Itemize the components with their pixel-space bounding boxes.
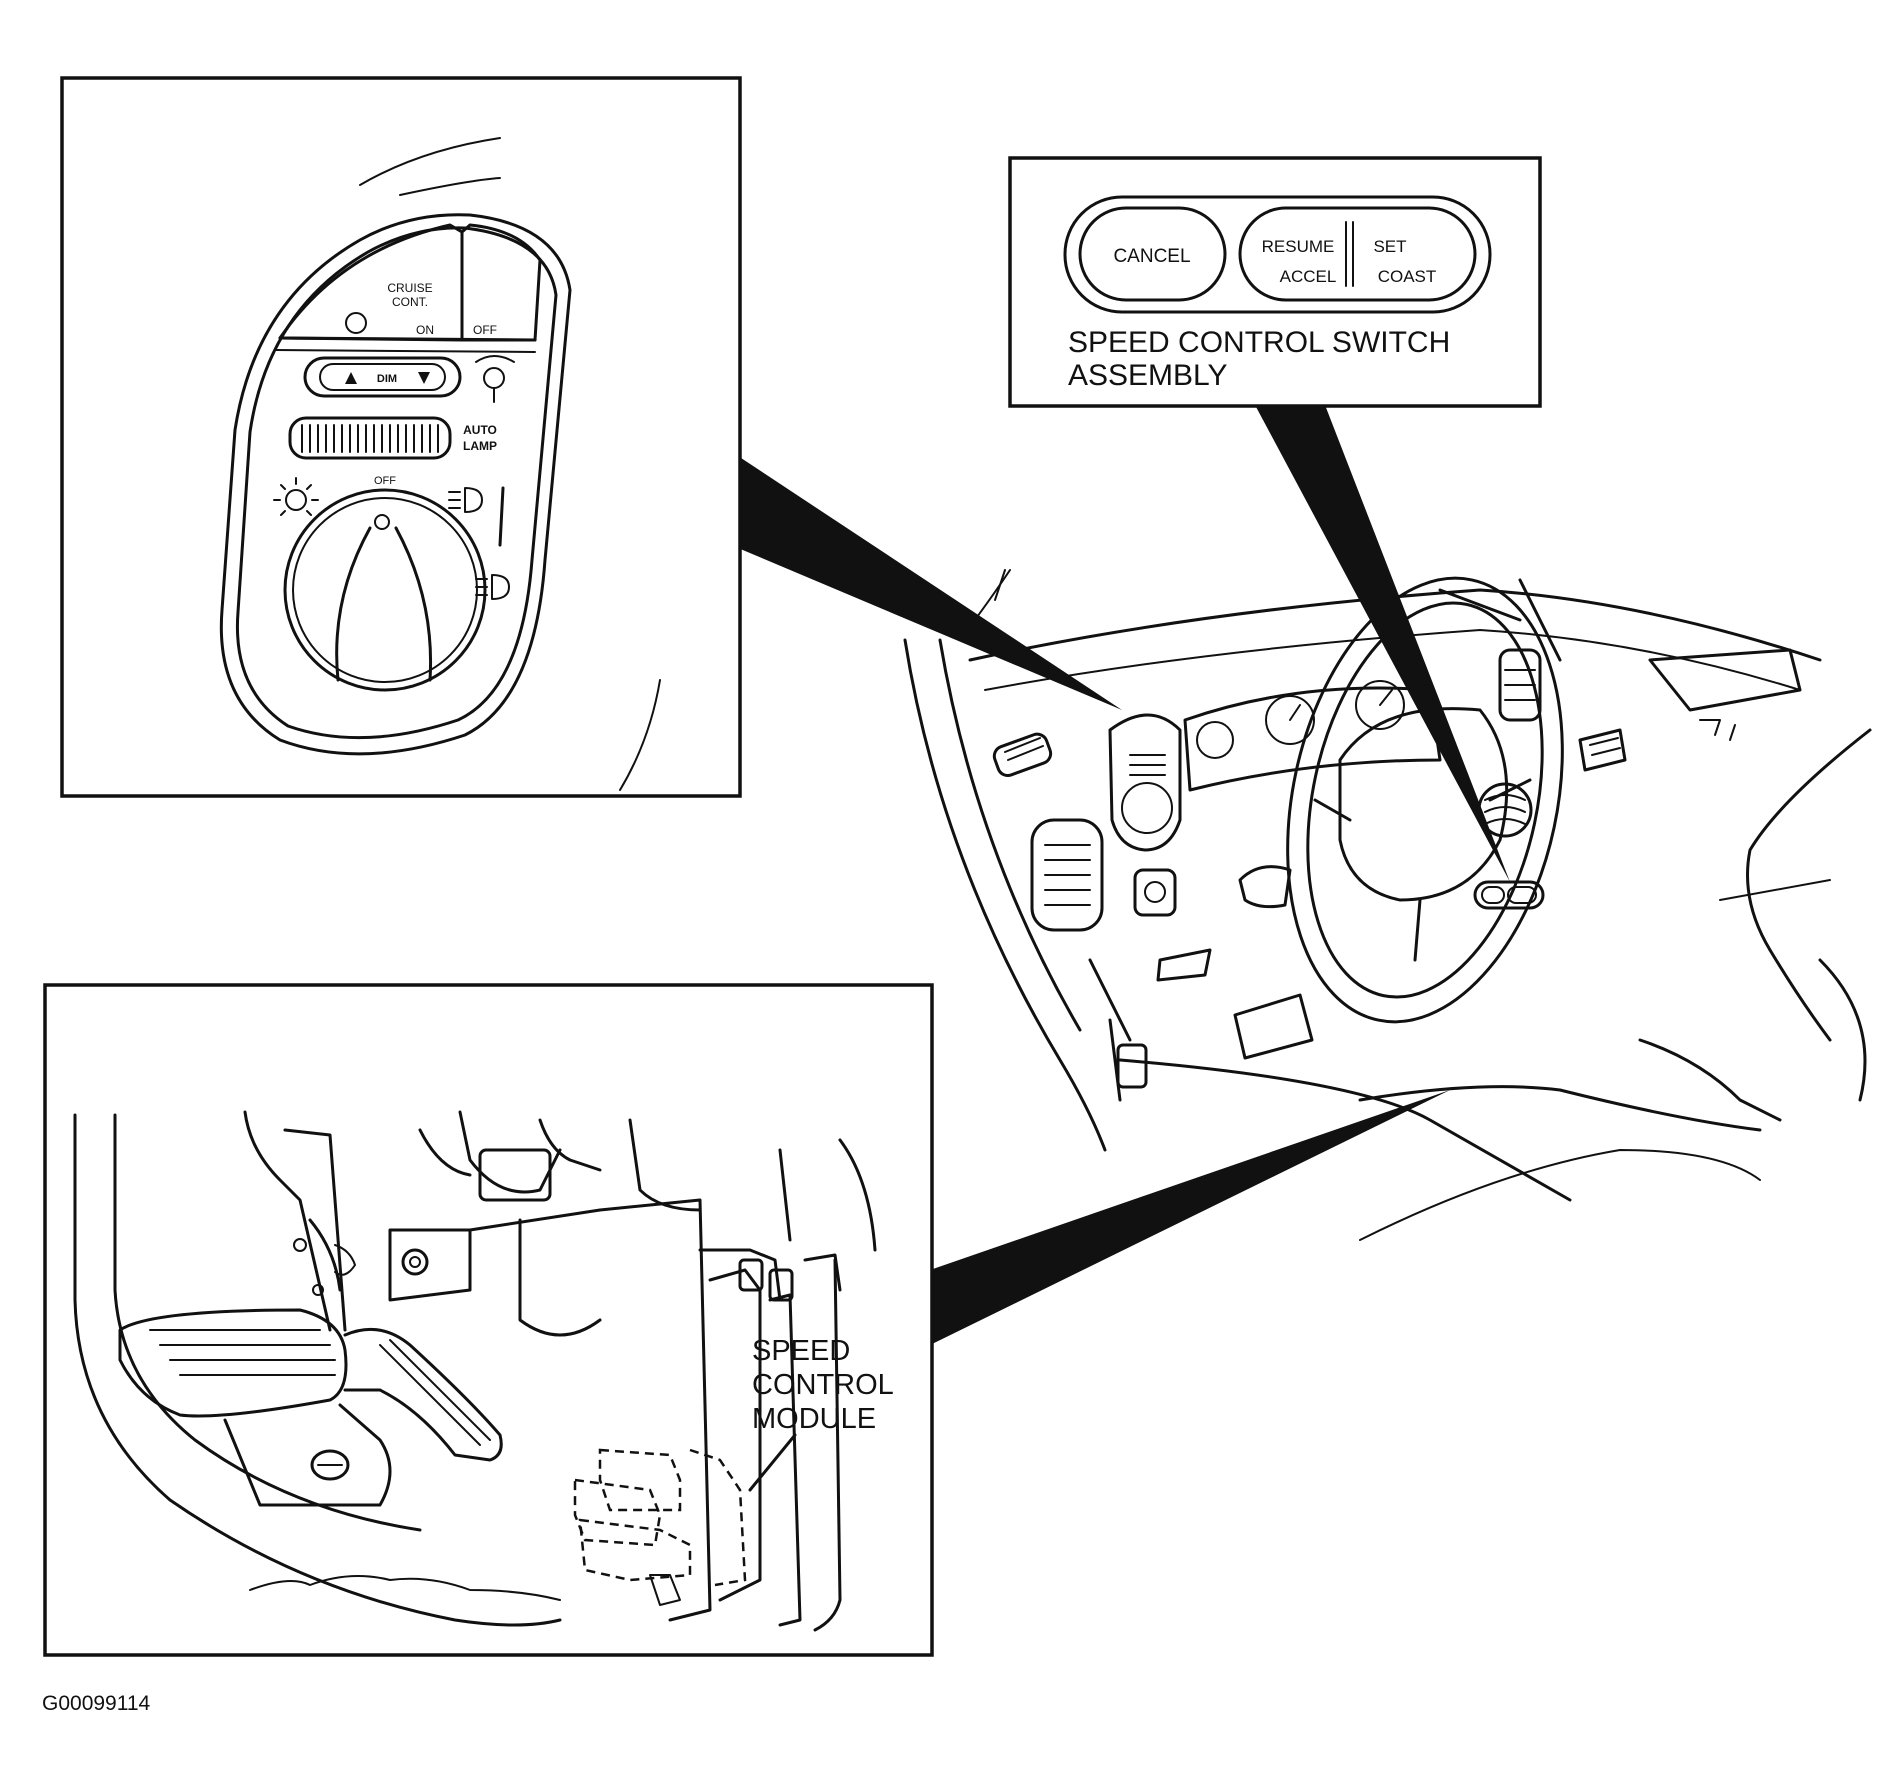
parking-lamp-icon [273,477,319,516]
set-label: SET [1373,237,1406,256]
callout-wedge-module [930,1090,1450,1345]
module-label-3: MODULE [752,1403,876,1435]
speed-switch-caption-2: ASSEMBLY [1068,359,1228,392]
steering-wheel [1286,576,1564,1024]
cruise-cont-label-1: CRUISE [387,281,432,295]
auto-lamp-label-1: AUTO [463,423,497,437]
panel-dimmer-icon [475,355,515,403]
speed-switch-caption-1: SPEED CONTROL SWITCH [1068,326,1450,359]
callout-wedge-speed-switch [1255,405,1510,882]
coast-label: COAST [1378,267,1437,286]
wheel-speed-control-switch [1473,880,1545,910]
dash-headlamp-switch [1108,713,1182,852]
cruise-on-label: ON [416,323,434,337]
speed-control-module [573,1448,747,1587]
figure-id: G00099114 [42,1692,151,1715]
resume-label: RESUME [1262,237,1335,256]
module-inset: SPEED CONTROL MODULE [43,983,934,1657]
headlamp-icon [448,487,483,513]
accel-label: ACCEL [1280,267,1337,286]
cruise-off-label: OFF [473,323,497,337]
module-label-2: CONTROL [752,1369,894,1401]
auto-lamp-label-2: LAMP [463,439,497,453]
knob-off-label: OFF [374,475,396,487]
high-beam-icon [475,574,510,600]
cancel-button-label: CANCEL [1113,246,1190,267]
module-label-1: SPEED [752,1335,850,1367]
dim-label: DIM [377,373,397,385]
auto-lamp-thumbwheel [301,424,439,453]
dashboard-illustration [903,569,1872,1241]
cruise-cont-label-2: CONT. [392,295,428,309]
headlamp-switch-inset: CRUISE CONT. ON OFF DIM AUTO LAMP OFF [60,76,742,798]
speed-switch-inset: CANCEL RESUME ACCEL SET COAST SPEED CONT… [1008,156,1542,408]
callout-wedge-headlamp-switch [738,456,1122,710]
